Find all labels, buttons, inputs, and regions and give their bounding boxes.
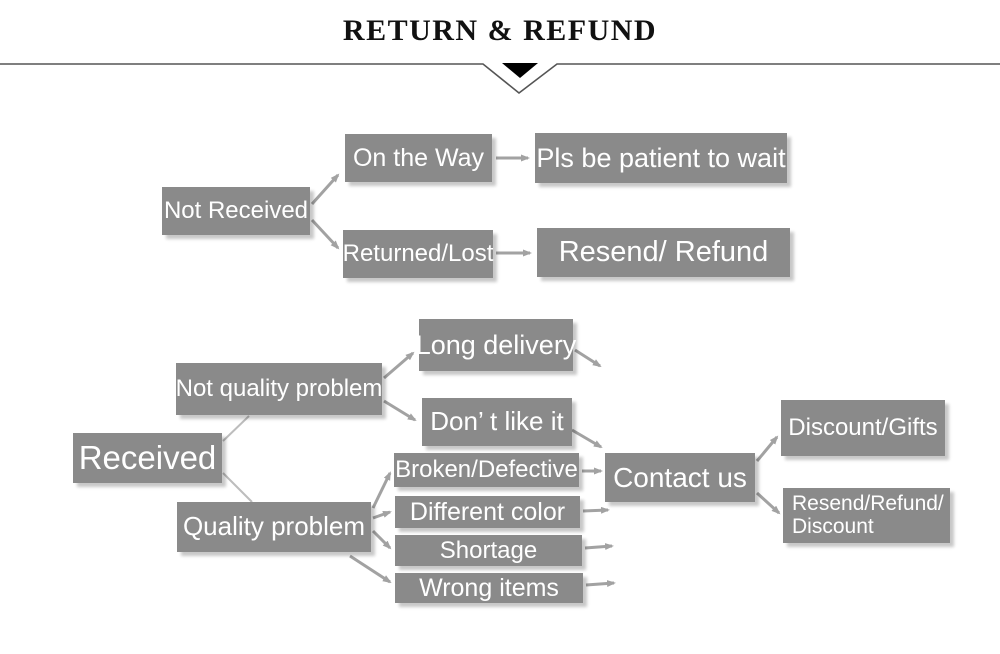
node-long-delivery: Long delivery — [416, 319, 576, 371]
node-quality-problem: Quality problem — [177, 502, 371, 552]
arrow-dontlikeit-to-contact — [571, 428, 603, 449]
node-shortage: Shortage — [395, 535, 582, 566]
node-pls-be-patient: Pls be patient to wait — [535, 133, 787, 183]
arrow-qp-to-wrongitems — [349, 554, 392, 584]
node-not-quality-problem: Not quality problem — [176, 363, 382, 415]
arrow-contact-to-resendrefunddiscount — [755, 491, 781, 515]
arrow-notreceived-to-ontheway — [310, 173, 340, 206]
node-resend-refund-discount-line2: Discount — [792, 514, 874, 538]
arrow-differentcolor-to-contact — [582, 506, 610, 514]
arrow-qp-to-shortage — [371, 529, 392, 550]
node-on-the-way: On the Way — [345, 134, 492, 182]
divider-line — [0, 63, 1000, 95]
node-received: Received — [73, 433, 222, 483]
arrow-longdelivery-to-contact — [574, 348, 602, 368]
node-wrong-items: Wrong items — [395, 573, 583, 603]
arrow-qp-to-broken — [371, 471, 392, 509]
node-dont-like-it: Don’ t like it — [422, 398, 572, 446]
arrow-qp-to-differentcolor — [372, 510, 392, 520]
arrow-nqp-to-dontlikeit — [383, 399, 417, 422]
node-resend-refund-discount-line1: Resend/Refund/ — [792, 492, 944, 516]
node-contact-us: Contact us — [605, 453, 755, 502]
node-discount-gifts: Discount/Gifts — [781, 400, 945, 456]
node-different-color: Different color — [395, 496, 580, 528]
arrow-shortage-to-contact — [584, 543, 614, 551]
node-resend-refund-discount: Resend/Refund/ Discount — [783, 488, 950, 543]
node-returned-lost: Returned/Lost — [343, 230, 493, 278]
arrow-notreceived-to-returnedlost — [310, 218, 340, 250]
page-title: RETURN & REFUND — [342, 14, 658, 47]
header-divider — [0, 63, 1000, 95]
node-resend-refund: Resend/ Refund — [537, 228, 790, 277]
arrow-nqp-to-longdelivery — [383, 351, 415, 380]
connector-received-to-qp — [222, 472, 253, 503]
arrow-wrongitems-to-contact — [585, 580, 616, 587]
node-broken-defective: Broken/Defective — [394, 453, 579, 487]
connector-received-to-nqp — [222, 415, 250, 442]
arrow-contact-to-discountgifts — [755, 435, 779, 462]
node-not-received: Not Received — [162, 187, 310, 235]
down-triangle-icon — [502, 63, 538, 78]
